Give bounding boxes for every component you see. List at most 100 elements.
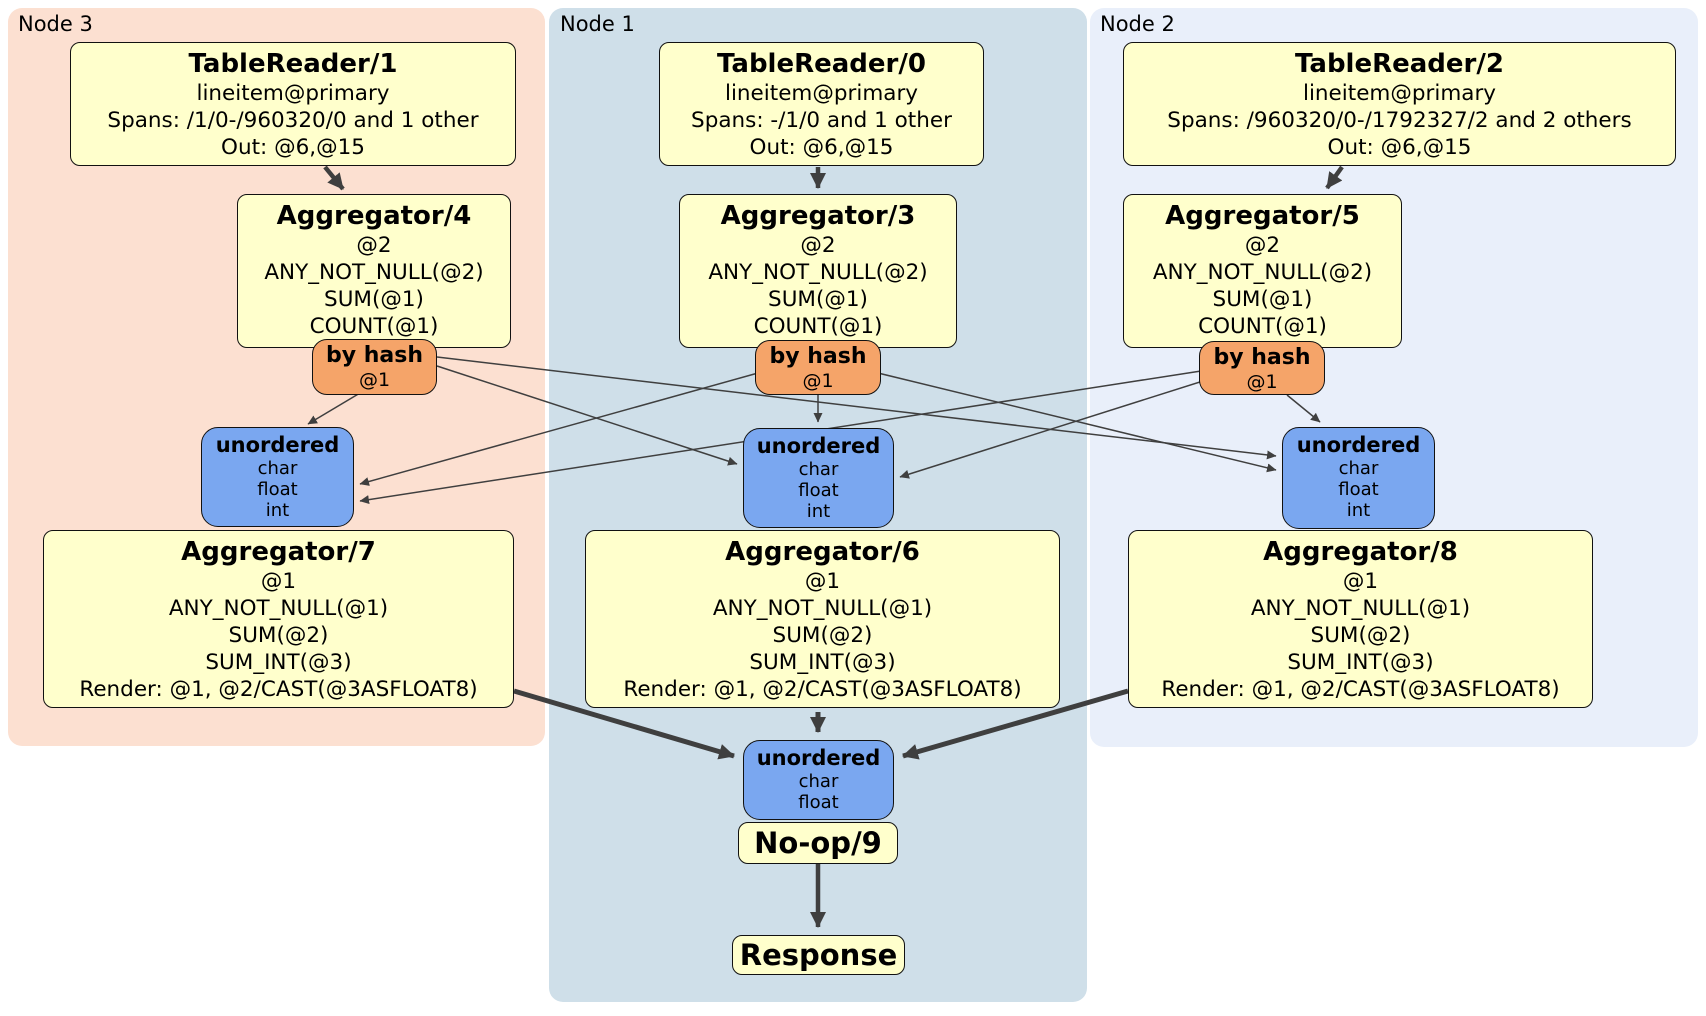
stream-right-title: unordered [1296, 433, 1421, 457]
aggregator-7-fn2: SUM(@2) [228, 623, 329, 648]
aggregator-5-title: Aggregator/5 [1165, 201, 1360, 231]
tablereader-1-out: Out: @6,@15 [221, 135, 365, 160]
tablereader-0-title: TableReader/0 [717, 49, 926, 79]
router-left-key: @1 [358, 369, 391, 391]
aggregator-5-fn2: SUM(@1) [1212, 287, 1313, 312]
aggregator-4: Aggregator/4 @2 ANY_NOT_NULL(@2) SUM(@1)… [237, 194, 511, 348]
tablereader-0-out: Out: @6,@15 [749, 135, 894, 160]
aggregator-7: Aggregator/7 @1 ANY_NOT_NULL(@1) SUM(@2)… [43, 530, 514, 708]
router-left-title: by hash [325, 343, 423, 368]
region-label-node2: Node 2 [1100, 12, 1175, 36]
stream-right-col3: int [1346, 500, 1371, 521]
tablereader-1-title: TableReader/1 [188, 49, 398, 79]
edge-tr2-agg5 [1325, 165, 1344, 190]
edge-router-right-stream-right [1286, 394, 1321, 423]
router-right-key: @1 [1246, 371, 1278, 393]
stream-left-col2: float [257, 479, 298, 500]
aggregator-3-title: Aggregator/3 [720, 201, 916, 231]
aggregator-3: Aggregator/3 @2 ANY_NOT_NULL(@2) SUM(@1)… [679, 194, 957, 348]
aggregator-8-group: @1 [1342, 569, 1379, 594]
edge-agg7-stream-final [513, 688, 735, 760]
edge-tr1-agg4 [323, 165, 345, 191]
aggregator-3-fn3: COUNT(@1) [753, 314, 883, 339]
router-center-title: by hash [769, 344, 867, 369]
aggregator-8-fn3: SUM_INT(@3) [1287, 650, 1434, 675]
aggregator-7-render: Render: @1, @2/CAST(@3ASFLOAT8) [79, 677, 478, 702]
router-by-hash-left: by hash @1 [312, 339, 437, 395]
tablereader-2: TableReader/2 lineitem@primary Spans: /9… [1123, 42, 1676, 166]
aggregator-3-fn2: SUM(@1) [768, 287, 868, 312]
stream-center-col3: int [806, 501, 831, 522]
region-label-node1: Node 1 [560, 12, 635, 36]
aggregator-6: Aggregator/6 @1 ANY_NOT_NULL(@1) SUM(@2)… [585, 530, 1060, 708]
aggregator-6-fn3: SUM_INT(@3) [749, 650, 896, 675]
tablereader-1: TableReader/1 lineitem@primary Spans: /1… [70, 42, 516, 166]
noop-9-title: No-op/9 [754, 826, 882, 860]
stream-final-col1: char [798, 771, 839, 792]
stream-final-title: unordered [756, 746, 881, 770]
stream-center-col2: float [798, 480, 839, 501]
router-center-key: @1 [802, 370, 834, 392]
edge-router-left-stream-right [436, 356, 1277, 460]
aggregator-3-fn1: ANY_NOT_NULL(@2) [708, 260, 928, 285]
edge-router-left-stream-left [307, 392, 361, 425]
tablereader-1-index: lineitem@primary [196, 81, 390, 106]
stream-left-title: unordered [215, 433, 340, 457]
aggregator-7-title: Aggregator/7 [181, 537, 376, 567]
aggregator-5-fn1: ANY_NOT_NULL(@2) [1152, 260, 1373, 285]
edge-router-center-stream-left [359, 372, 759, 486]
aggregator-5-group: @2 [1244, 233, 1281, 258]
tablereader-2-index: lineitem@primary [1302, 81, 1497, 106]
edge-agg8-stream-final [902, 688, 1129, 760]
router-right-title: by hash [1213, 345, 1311, 370]
stream-left-col3: int [265, 500, 290, 521]
aggregator-8: Aggregator/8 @1 ANY_NOT_NULL(@1) SUM(@2)… [1128, 530, 1593, 708]
tablereader-2-title: TableReader/2 [1295, 49, 1504, 79]
aggregator-4-title: Aggregator/4 [276, 201, 472, 231]
region-label-node3: Node 3 [18, 12, 93, 36]
aggregator-6-fn2: SUM(@2) [772, 623, 873, 648]
response-title: Response [739, 938, 898, 972]
aggregator-6-render: Render: @1, @2/CAST(@3ASFLOAT8) [623, 677, 1022, 702]
stream-right-col1: char [1338, 458, 1379, 479]
stream-center-title: unordered [756, 434, 881, 458]
aggregator-8-fn2: SUM(@2) [1310, 623, 1411, 648]
aggregator-5: Aggregator/5 @2 ANY_NOT_NULL(@2) SUM(@1)… [1123, 194, 1402, 348]
edge-router-left-stream-center [436, 365, 738, 466]
stream-left-col1: char [257, 458, 298, 479]
tablereader-0-index: lineitem@primary [724, 81, 919, 106]
stream-unordered-left: unordered char float int [201, 427, 354, 527]
aggregator-4-group: @2 [356, 233, 392, 258]
aggregator-8-render: Render: @1, @2/CAST(@3ASFLOAT8) [1161, 677, 1560, 702]
aggregator-3-group: @2 [800, 233, 836, 258]
stream-center-col1: char [798, 459, 839, 480]
tablereader-0: TableReader/0 lineitem@primary Spans: -/… [659, 42, 984, 166]
stream-right-col2: float [1338, 479, 1379, 500]
aggregator-7-fn1: ANY_NOT_NULL(@1) [168, 596, 389, 621]
tablereader-2-spans: Spans: /960320/0-/1792327/2 and 2 others [1167, 108, 1632, 133]
noop-9: No-op/9 [738, 822, 898, 864]
stream-unordered-center: unordered char float int [743, 428, 894, 528]
aggregator-8-title: Aggregator/8 [1263, 537, 1458, 567]
tablereader-2-out: Out: @6,@15 [1327, 135, 1472, 160]
aggregator-4-fn1: ANY_NOT_NULL(@2) [264, 260, 484, 285]
stream-unordered-final: unordered char float [743, 740, 894, 820]
aggregator-6-fn1: ANY_NOT_NULL(@1) [712, 596, 933, 621]
response: Response [732, 935, 905, 975]
aggregator-8-fn1: ANY_NOT_NULL(@1) [1250, 596, 1471, 621]
tablereader-0-spans: Spans: -/1/0 and 1 other [691, 108, 952, 133]
edge-router-right-stream-center [899, 380, 1204, 479]
aggregator-4-fn3: COUNT(@1) [309, 314, 439, 339]
aggregator-6-group: @1 [804, 569, 841, 594]
aggregator-7-fn3: SUM_INT(@3) [205, 650, 352, 675]
aggregator-4-fn2: SUM(@1) [324, 287, 424, 312]
stream-final-col2: float [798, 792, 839, 813]
stream-unordered-right: unordered char float int [1282, 427, 1435, 529]
router-by-hash-right: by hash @1 [1199, 341, 1325, 395]
aggregator-5-fn3: COUNT(@1) [1198, 314, 1327, 339]
router-by-hash-center: by hash @1 [755, 340, 881, 395]
tablereader-1-spans: Spans: /1/0-/960320/0 and 1 other [107, 108, 479, 133]
aggregator-6-title: Aggregator/6 [725, 537, 920, 567]
